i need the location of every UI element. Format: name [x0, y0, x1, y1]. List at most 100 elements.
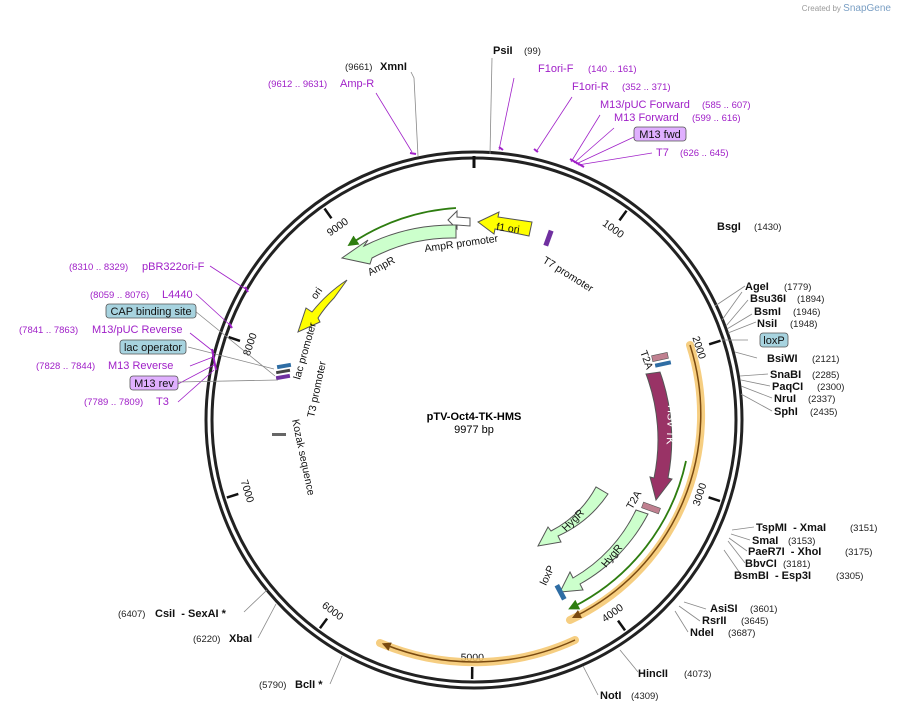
primer-range-m13-reverse: (7828 .. 7844): [36, 361, 95, 372]
enzyme-name-drui: NruI: [774, 393, 796, 405]
enzyme-name-bsu36i: Bsu36I: [750, 293, 786, 305]
enzyme-name-paer7i-xhoi: PaeR7I - XhoI: [748, 546, 821, 558]
primer-name-m13puc-rev: M13/pUC Reverse: [92, 324, 182, 336]
primer-name-pbr322: pBR322ori-F: [142, 261, 205, 273]
hsv-tk-label: HSV TK: [664, 405, 677, 446]
t2a-bottom-label: T2A: [624, 489, 644, 512]
primer-range-amp-r: (9612 .. 9631): [268, 79, 327, 90]
hygr-inner-arrow: [559, 509, 649, 593]
tick-label: 9000: [325, 216, 351, 239]
enzyme-pos-psii: (99): [524, 46, 541, 57]
primer-range-l4440: (8059 .. 8076): [90, 290, 149, 301]
tick-label: 8000: [241, 331, 260, 357]
primer-leaders: [177, 77, 653, 403]
tick-mark: [708, 496, 721, 503]
green-arc-right: [568, 460, 687, 610]
loxp-top-mark: [654, 360, 672, 368]
tick-mark: [618, 209, 628, 222]
enzyme-pos-drui: (2337): [808, 394, 835, 405]
enzyme-pos-snabi: (2285): [812, 370, 839, 381]
ori-arrow: [297, 279, 348, 333]
enzyme-name-sphi: SphI: [774, 406, 798, 418]
enzyme-name-nsii: NsiI: [757, 318, 777, 330]
loxp-top-label: loxP: [763, 335, 784, 347]
lac-operator-mark: [276, 362, 292, 370]
primer-range-m13puc-fwd: (585 .. 607): [702, 100, 751, 111]
t3-promoter-label: T3 promoter: [305, 360, 329, 419]
primer-range-t3: (7789 .. 7809): [84, 397, 143, 408]
enzyme-name-ndei: NdeI: [690, 627, 714, 639]
plasmid-name: pTV-Oct4-TK-HMS: [427, 411, 522, 423]
f1-ori-arrow: [477, 211, 533, 237]
hygr-outer-arrow: [537, 486, 609, 547]
enzyme-pos-smai: (3153): [788, 536, 815, 547]
primer-range-m13puc-rev: (7841 .. 7863): [19, 325, 78, 336]
primer-marks: [211, 146, 585, 371]
enzyme-name-paqci: PaqCI: [772, 381, 803, 393]
enzyme-name-bbvci: BbvCI: [745, 558, 777, 570]
tick-mark: [323, 207, 333, 220]
enzyme-name-hincii: HincII: [638, 668, 668, 680]
t2a-top-mark: [651, 352, 669, 362]
primer-name-amp-r: Amp-R: [340, 78, 374, 90]
m13-rev-box: [129, 375, 179, 391]
tick-mark: [226, 492, 239, 499]
loxp-top-box: [759, 332, 789, 348]
enzyme-pos-bcli: (5790): [259, 680, 286, 691]
orf-arc-right-line: [571, 344, 702, 619]
enzyme-name-noti: NotI: [600, 690, 621, 702]
primer-name-l4440: L4440: [162, 289, 193, 301]
primer-name-m13-rev: M13 rev: [134, 378, 174, 390]
tick-mark: [617, 619, 627, 632]
green-arc-top: [347, 207, 457, 246]
snapgene-brand: Created by SnapGene: [802, 3, 891, 14]
enzyme-name-psii: PsiI: [493, 45, 513, 57]
orf-arc-bottom-line: [381, 639, 576, 663]
lac-operator-box: [119, 339, 187, 355]
t2a-top-label: T2A: [637, 349, 655, 371]
primer-range-t7: (626 .. 645): [680, 148, 729, 159]
enzyme-leaders: [243, 57, 773, 696]
primer-name-f1ori-f: F1ori-F: [538, 63, 574, 75]
primer-name-t3: T3: [156, 396, 169, 408]
primer-name-m13puc-fwd: M13/pUC Forward: [600, 99, 690, 111]
t2a-bottom-mark: [641, 501, 661, 515]
enzyme-pos-xbai: (6220): [193, 634, 220, 645]
enzyme-name-xbai: XbaI: [229, 633, 252, 645]
enzyme-pos-paer7i-xhoi: (3175): [845, 547, 872, 558]
enzyme-pos-tspmi-xmai: (3151): [850, 523, 877, 534]
enzyme-pos-paqci: (2300): [817, 382, 844, 393]
enzyme-pos-noti: (4309): [631, 691, 658, 702]
enzyme-pos-ndei: (3687): [728, 628, 755, 639]
enzyme-pos-rsrii: (3645): [741, 616, 768, 627]
t7-promoter-label: T7 promoter: [540, 254, 595, 295]
kozak-label: Kozak sequence: [289, 418, 317, 497]
primer-name-m13-fwd: M13 fwd: [639, 129, 681, 141]
lac-operator-label: lac operator: [124, 342, 182, 354]
enzyme-pos-csii-sexai: (6407): [118, 609, 145, 620]
kozak-mark: [272, 433, 286, 436]
primer-name-m13-reverse: M13 Reverse: [108, 360, 173, 372]
primer-range-f1ori-r: (352 .. 371): [622, 82, 671, 93]
t7-promoter-mark: [543, 229, 554, 247]
enzyme-name-bsiwi: BsiWI: [767, 353, 798, 365]
primer-range-m13-forward: (599 .. 616): [692, 113, 741, 124]
loxp-bottom-mark: [554, 583, 567, 601]
ampr-feature-arrow: [340, 224, 457, 265]
primer-range-f1ori-f: (140 .. 161): [588, 64, 637, 75]
enzyme-pos-hincii: (4073): [684, 669, 711, 680]
t3-mark: [275, 373, 291, 381]
cap-site-mark: [275, 368, 291, 375]
enzyme-pos-xmni: (9661): [345, 62, 372, 73]
m13-fwd-box: [633, 126, 687, 142]
brand-name: SnapGene: [843, 3, 891, 14]
primer-range-pbr322: (8310 .. 8329): [69, 262, 128, 273]
enzyme-name-agei: AgeI: [745, 281, 769, 293]
enzyme-name-bsmbi-esp3i: BsmBI - Esp3I: [734, 570, 811, 582]
tick-mark: [318, 617, 329, 629]
tick-label: 6000: [319, 600, 345, 624]
tick-label: 7000: [238, 478, 256, 504]
enzyme-pos-bsu36i: (1894): [797, 294, 824, 305]
enzyme-pos-nsii: (1948): [790, 319, 817, 330]
